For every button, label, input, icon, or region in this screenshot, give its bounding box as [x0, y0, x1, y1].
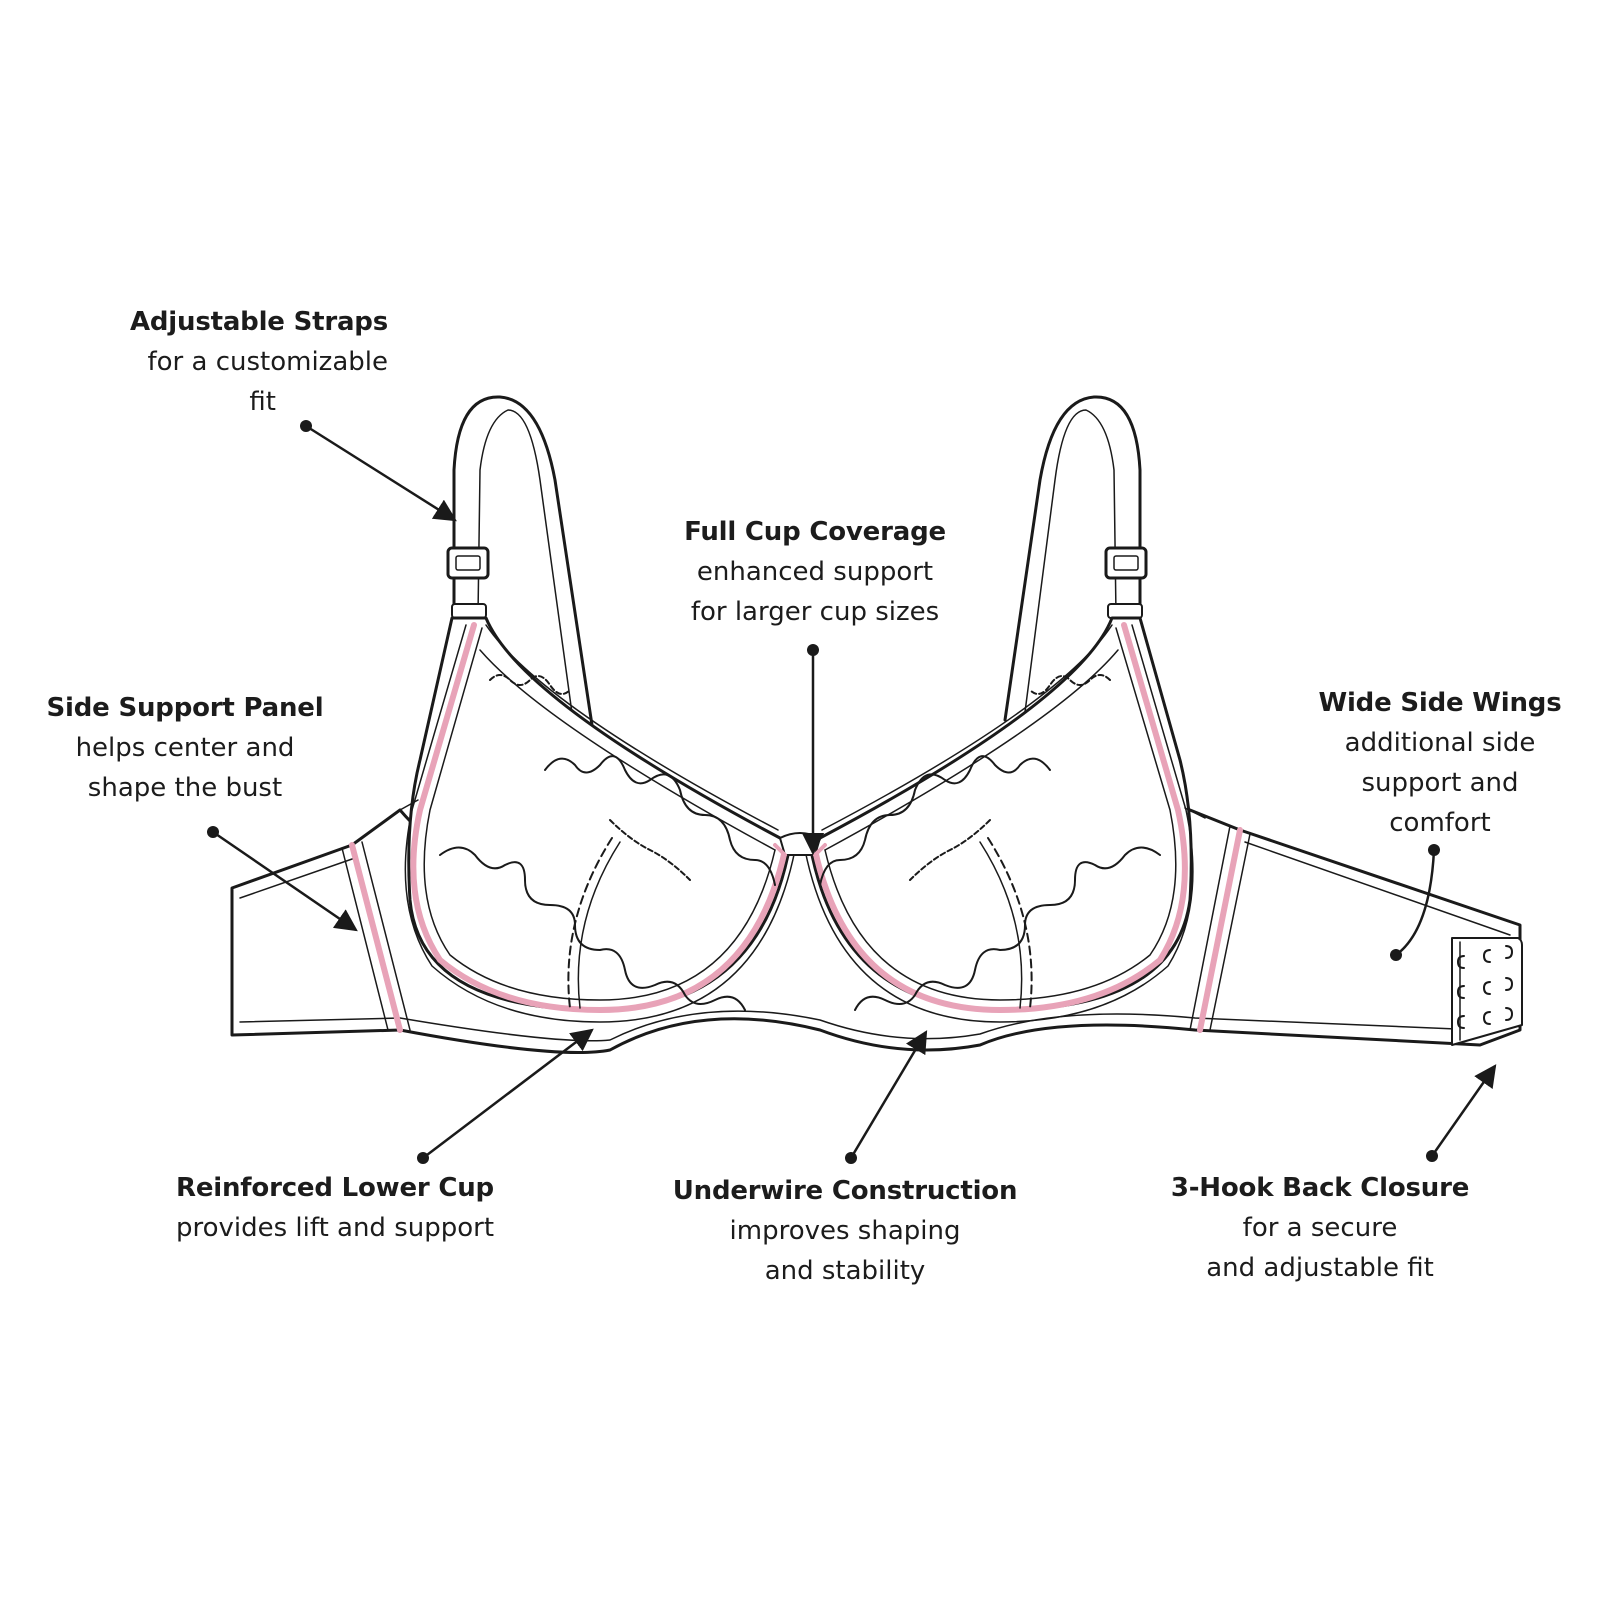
callout-title: 3-Hook Back Closure [1170, 1173, 1470, 1203]
band-top-line [239, 857, 356, 899]
callout-title: Wide Side Wings [1318, 688, 1562, 718]
callout-title: Underwire Construction [672, 1176, 1018, 1206]
right-side-panel [1197, 827, 1243, 1033]
left-strap-slider [446, 546, 490, 580]
callout-desc-line: provides lift and support [175, 1213, 495, 1243]
lower-cup-arrow [422, 1028, 594, 1159]
wing-top-line [1244, 841, 1511, 936]
bra-illustration [230, 395, 1523, 1054]
callout-desc-line: comfort [1389, 808, 1491, 838]
callout-desc-line: for a secure [1242, 1213, 1398, 1243]
right-strap-ring [1107, 603, 1143, 619]
callout-adjustable-straps: Adjustable Straps for a customizable fit [100, 302, 388, 422]
callout-desc-line: fit [249, 387, 276, 417]
callout-full-cup-coverage: Full Cup Coverage enhanced support for l… [660, 512, 970, 632]
left-side-panel [349, 842, 403, 1033]
callout-wide-side-wings: Wide Side Wings additional side support … [1300, 683, 1580, 843]
straps-arrow [305, 424, 457, 522]
callout-desc-line: helps center and [75, 733, 295, 763]
right-strap-slider [1104, 546, 1148, 580]
hook-closure [1451, 937, 1523, 1046]
callout-desc-line: additional side [1344, 728, 1536, 758]
back-closure-arrow [1430, 1064, 1497, 1157]
callout-desc-line: improves shaping [729, 1216, 961, 1246]
side-panel-arrow [212, 830, 358, 932]
right-side-binding [812, 622, 1188, 1013]
left-strap-outer [452, 395, 597, 747]
callout-3-hook-back-closure: 3-Hook Back Closure for a secure and adj… [1155, 1168, 1485, 1288]
callout-title: Side Support Panel [46, 693, 324, 723]
callout-title: Adjustable Straps [129, 307, 388, 337]
callout-desc-line: enhanced support [696, 557, 934, 587]
leader-lines [207, 420, 1497, 1164]
callout-title: Reinforced Lower Cup [176, 1173, 494, 1203]
callout-desc-line: for a customizable [147, 347, 389, 377]
callout-desc-line: and stability [764, 1256, 926, 1286]
right-cup-outline [808, 616, 1193, 1012]
left-strap-ring [451, 603, 487, 619]
callout-side-support-panel: Side Support Panel helps center and shap… [40, 688, 330, 808]
callout-underwire-construction: Underwire Construction improves shaping … [655, 1171, 1035, 1291]
left-cup-outline [407, 616, 792, 1012]
left-lace [439, 755, 776, 1011]
callout-desc-line: for larger cup sizes [690, 597, 940, 627]
callout-reinforced-lower-cup: Reinforced Lower Cup provides lift and s… [150, 1168, 520, 1248]
right-strap-inner [1024, 409, 1117, 713]
underwire-arrow [849, 1030, 928, 1159]
right-lace [819, 755, 1161, 1011]
left-strap-inner [477, 409, 576, 736]
callout-desc-line: shape the bust [87, 773, 283, 803]
side-wings-leader [1395, 849, 1436, 957]
callout-desc-line: support and [1361, 768, 1519, 798]
callout-title: Full Cup Coverage [684, 517, 946, 547]
left-side-binding [410, 622, 788, 1013]
callout-desc-line: and adjustable fit [1206, 1253, 1434, 1283]
